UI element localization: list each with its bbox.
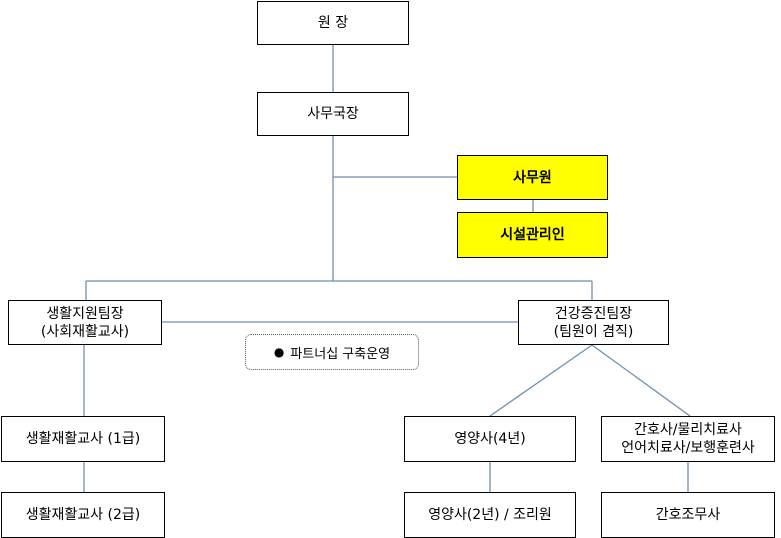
- health-lead-line1: 건강증진팀장: [554, 305, 633, 322]
- clerk-label: 사무원: [513, 169, 552, 186]
- nutritionist-4-label: 영양사(4년): [454, 431, 526, 447]
- rehab-teacher-2-label: 생활재활교사 (2급): [25, 507, 141, 523]
- health-lead-line2: (팀원이 겸직): [553, 323, 634, 340]
- director-box: 원 장: [257, 1, 409, 45]
- nutritionist-2-box: 영양사(2년) / 조리원: [404, 492, 576, 538]
- nurse-therapists-line2: 언어치료사/보행훈련사: [621, 440, 755, 456]
- secretary-general-box: 사무국장: [257, 92, 409, 136]
- partnership-note: ● 파트너십 구축운영: [245, 334, 419, 370]
- nurse-aide-box: 간호조무사: [601, 492, 775, 538]
- nutritionist-4-box: 영양사(4년): [404, 416, 576, 462]
- nurse-aide-label: 간호조무사: [655, 507, 721, 523]
- facility-manager-label: 시설관리인: [500, 227, 565, 243]
- life-support-lead-line2: (사회재활교사): [40, 323, 130, 340]
- partnership-label: 파트너십 구축운영: [290, 346, 391, 362]
- rehab-teacher-1-label: 생활재활교사 (1급): [25, 431, 141, 447]
- life-support-lead-box: 생활지원팀장 (사회재활교사): [8, 300, 162, 345]
- nurse-therapists-box: 간호사/물리치료사 언어치료사/보행훈련사: [601, 416, 775, 462]
- line-health-nurse: [591, 344, 691, 417]
- life-support-lead-line1: 생활지원팀장: [46, 305, 124, 322]
- secretary-general-label: 사무국장: [307, 106, 359, 122]
- bullet-icon: ●: [273, 345, 285, 359]
- director-label: 원 장: [317, 15, 349, 31]
- clerk-box: 사무원: [457, 155, 608, 200]
- nutritionist-2-label: 영양사(2년) / 조리원: [428, 507, 552, 523]
- rehab-teacher-2-box: 생활재활교사 (2급): [1, 492, 165, 538]
- facility-manager-box: 시설관리인: [457, 212, 608, 258]
- health-lead-box: 건강증진팀장 (팀원이 겸직): [518, 300, 669, 345]
- nurse-therapists-line1: 간호사/물리치료사: [634, 422, 742, 438]
- line-health-nutri: [489, 344, 593, 417]
- rehab-teacher-1-box: 생활재활교사 (1급): [1, 416, 165, 462]
